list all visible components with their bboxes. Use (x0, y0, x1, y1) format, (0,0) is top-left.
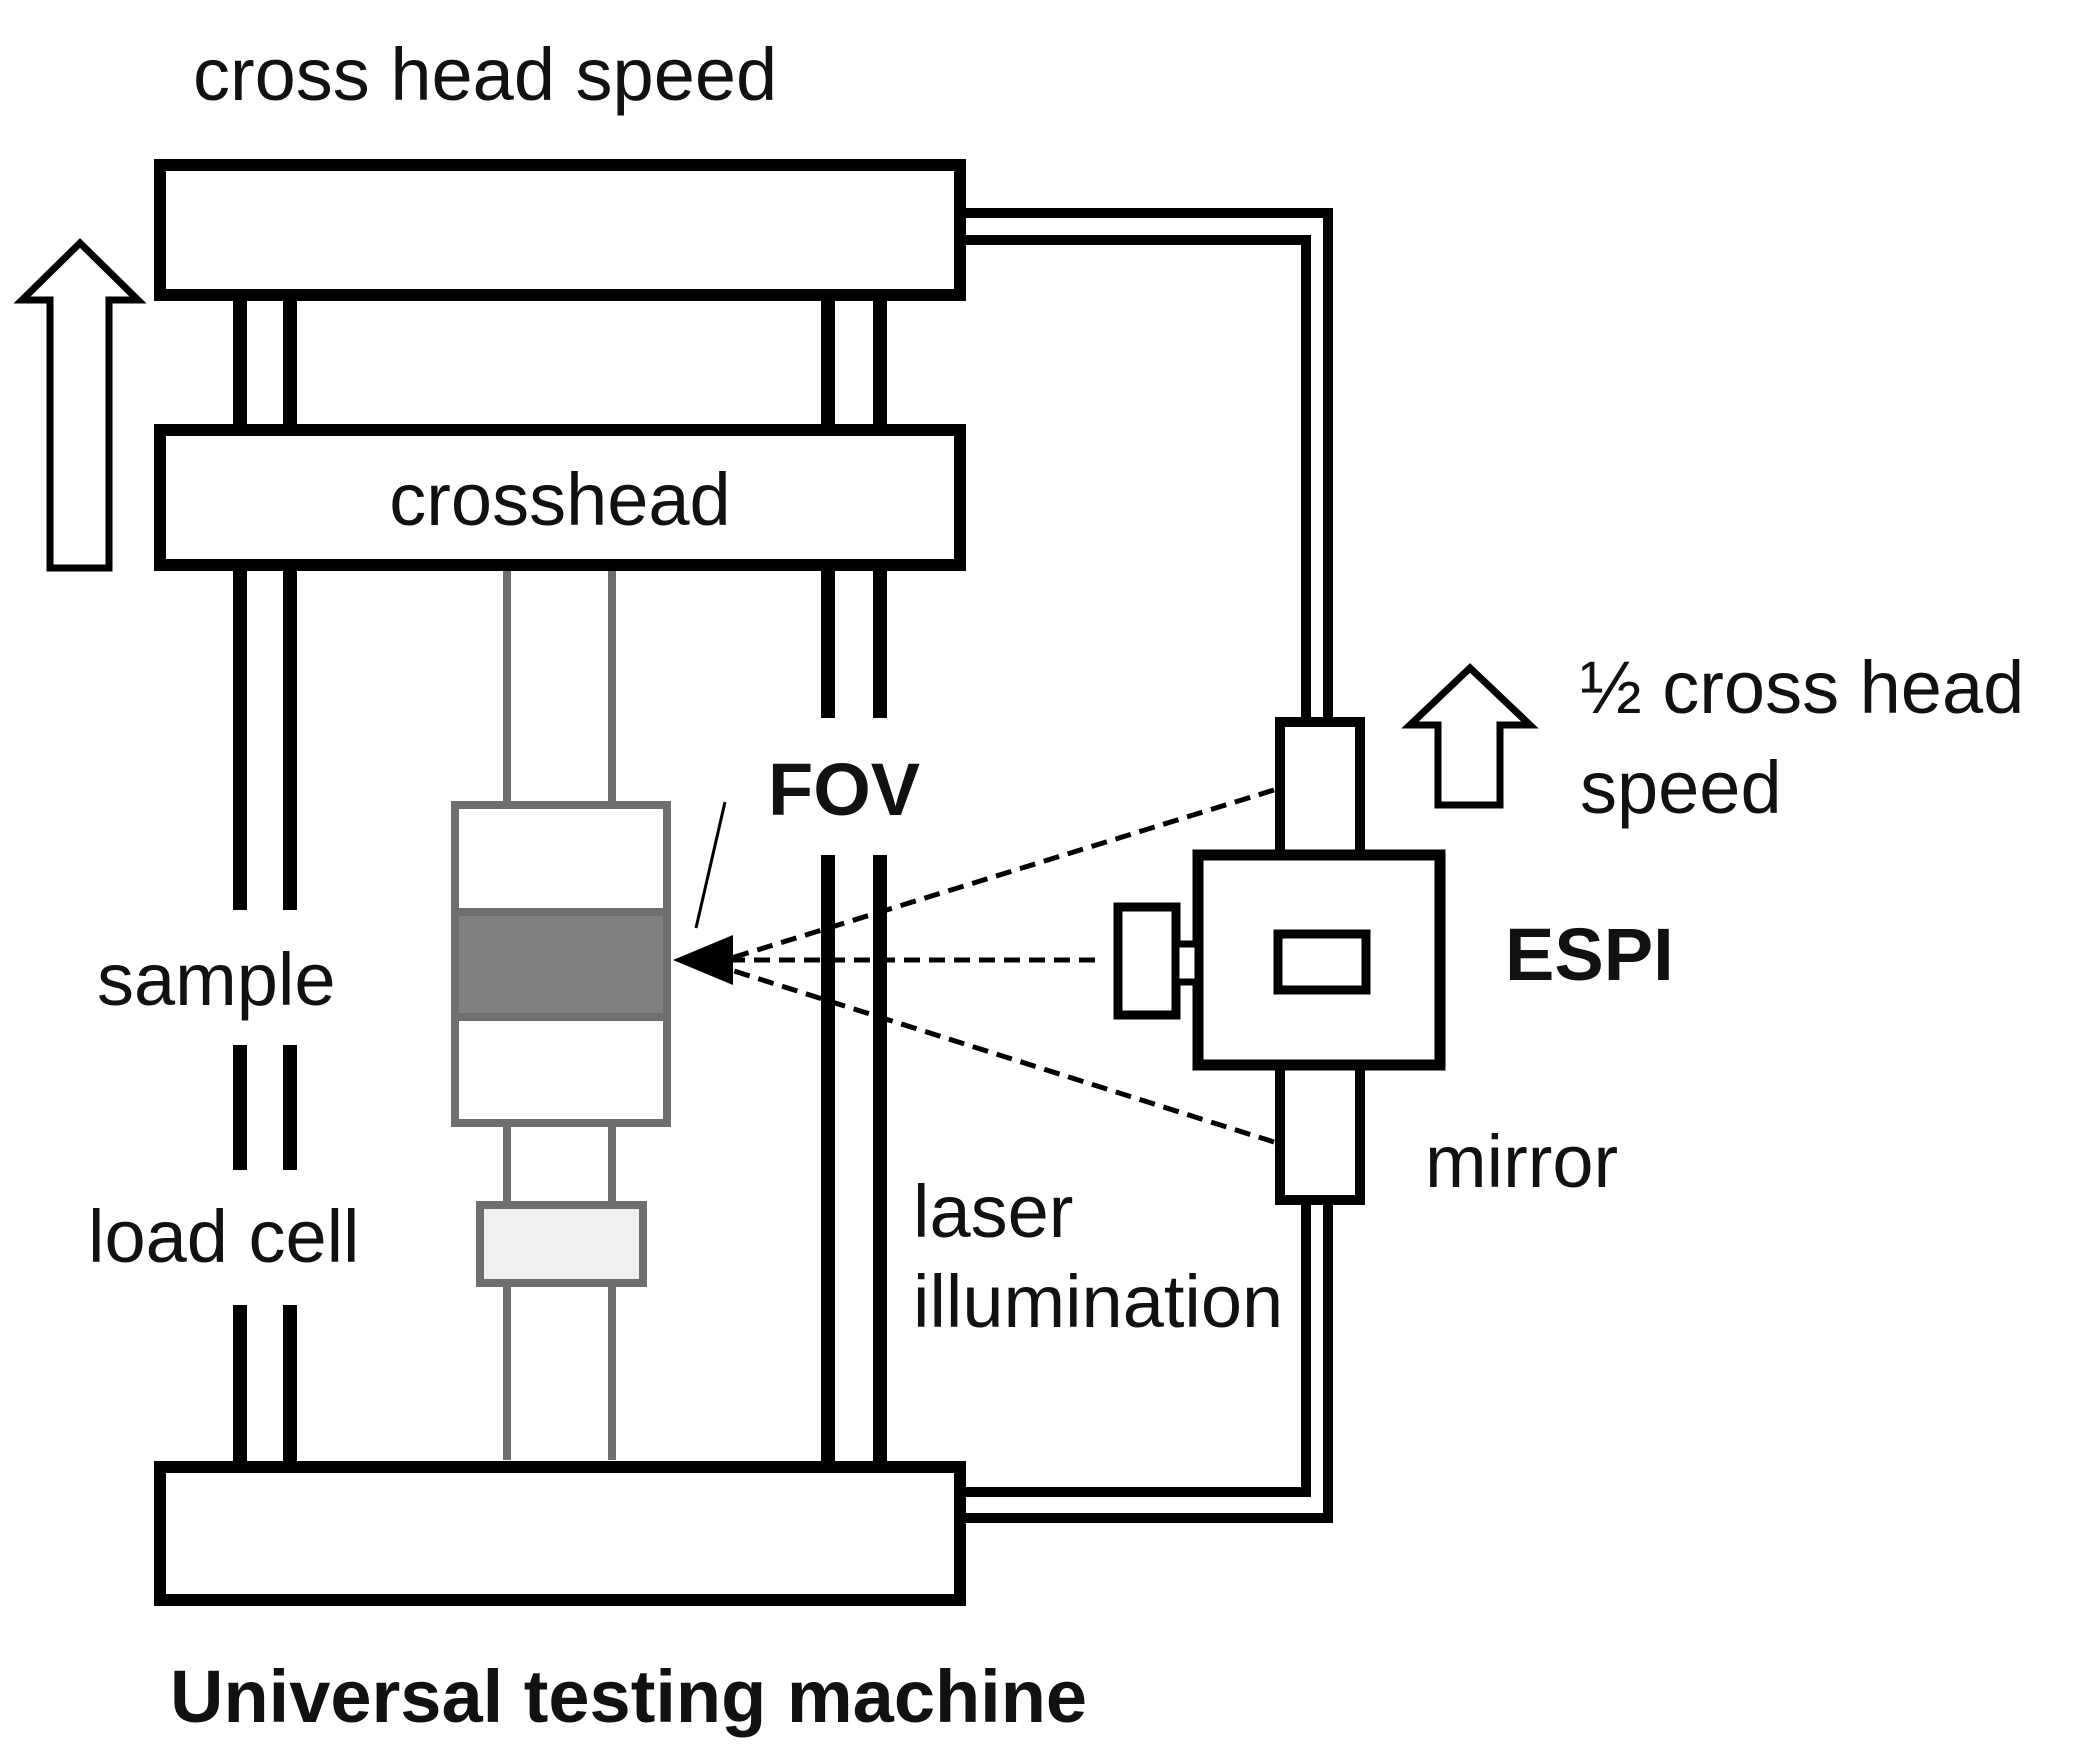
laser-label-line2: illumination (913, 1260, 1283, 1343)
sample-rods (503, 570, 616, 1460)
espi-label: ESPI (1505, 913, 1674, 996)
machine-caption: Universal testing machine (170, 1655, 1087, 1738)
fov-leader-line (694, 801, 727, 929)
half-speed-label-line1: ½ cross head (1580, 646, 2024, 729)
laser-label-line1: laser (913, 1170, 1073, 1253)
load-cell-label: load cell (88, 1195, 360, 1278)
fov-label: FOV (768, 748, 920, 831)
espi-rail (960, 208, 1333, 1523)
bottom-plate (154, 1461, 966, 1606)
espi-lens-mount (1172, 940, 1202, 986)
crosshead-plate (154, 424, 966, 571)
mirror-label: mirror (1425, 1120, 1618, 1203)
half-speed-label-line2: speed (1580, 746, 1782, 829)
sample-label: sample (97, 938, 336, 1021)
espi-sensor-window (1273, 929, 1371, 995)
sample-body (451, 908, 671, 1021)
espi-lens (1113, 902, 1181, 1020)
mirror-upper (1275, 717, 1365, 862)
cross-head-speed-arrow (13, 238, 147, 572)
crosshead-label: crosshead (389, 458, 730, 541)
laser-beams (711, 787, 1275, 1145)
machine-columns (233, 295, 887, 1470)
half-speed-arrow (1401, 663, 1539, 809)
mirror-lower (1275, 1060, 1365, 1205)
load-cell (476, 1201, 647, 1287)
top-plate (154, 159, 966, 301)
cross-head-speed-label: cross head speed (193, 33, 777, 116)
